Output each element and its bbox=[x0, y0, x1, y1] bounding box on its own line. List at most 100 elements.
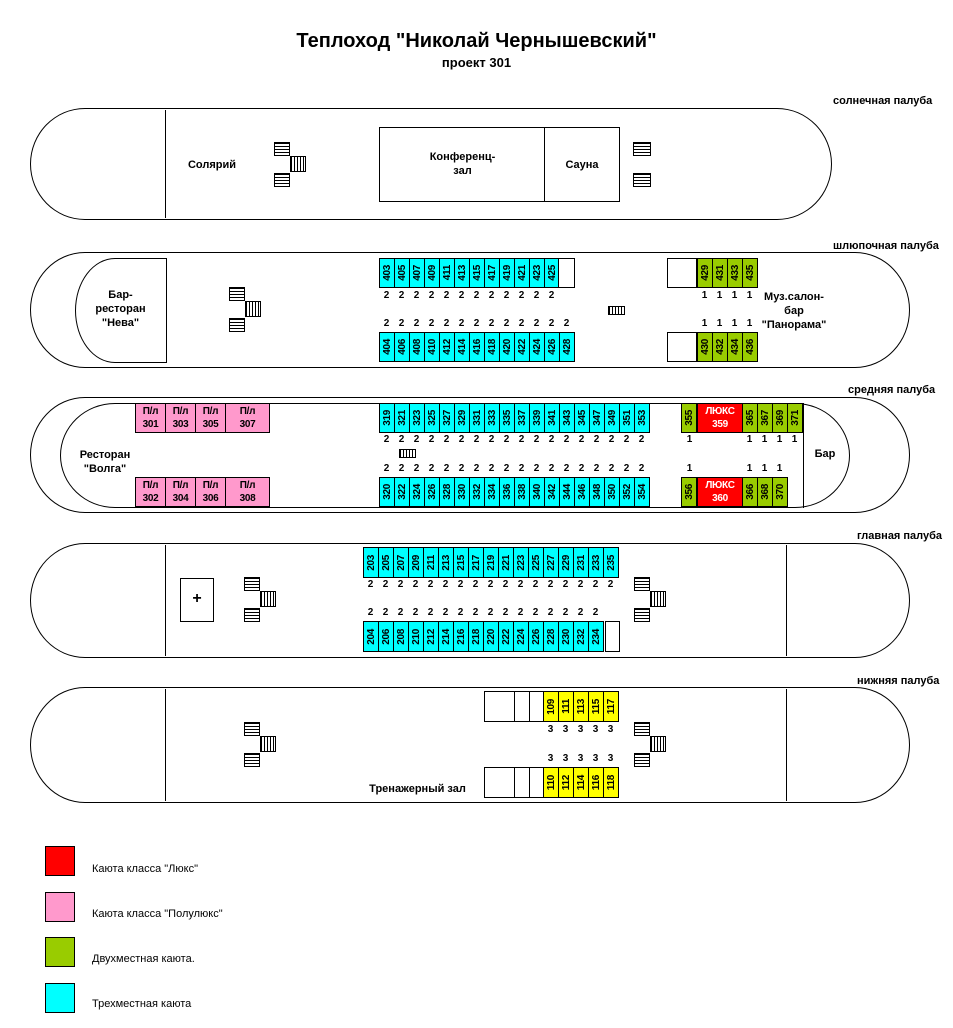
cabin-209[interactable]: 209 bbox=[408, 547, 424, 578]
cabin-419[interactable]: 419 bbox=[499, 258, 515, 288]
cabin-204[interactable]: 204 bbox=[363, 621, 379, 652]
cabin-417[interactable]: 417 bbox=[484, 258, 500, 288]
cabin-355[interactable]: 355 bbox=[681, 403, 697, 433]
cabin-413[interactable]: 413 bbox=[454, 258, 470, 288]
cabin-338[interactable]: 338 bbox=[514, 477, 530, 507]
cabin-208[interactable]: 208 bbox=[393, 621, 409, 652]
cabin-421[interactable]: 421 bbox=[514, 258, 530, 288]
cabin-405[interactable]: 405 bbox=[394, 258, 410, 288]
cabin-352[interactable]: 352 bbox=[619, 477, 635, 507]
cabin-435[interactable]: 435 bbox=[742, 258, 758, 288]
cabin-422[interactable]: 422 bbox=[514, 332, 530, 362]
cabin-235[interactable]: 235 bbox=[603, 547, 619, 578]
cabin-350[interactable]: 350 bbox=[604, 477, 620, 507]
cabin-370[interactable]: 370 bbox=[772, 477, 788, 507]
cabin-334[interactable]: 334 bbox=[484, 477, 500, 507]
cabin-335[interactable]: 335 bbox=[499, 403, 515, 433]
cabin-327[interactable]: 327 bbox=[439, 403, 455, 433]
cabin-428[interactable]: 428 bbox=[559, 332, 575, 362]
cabin-115[interactable]: 115 bbox=[588, 691, 604, 722]
cabin-341[interactable]: 341 bbox=[544, 403, 560, 433]
cabin-113[interactable]: 113 bbox=[573, 691, 589, 722]
cabin-345[interactable]: 345 bbox=[574, 403, 590, 433]
cabin-331[interactable]: 331 bbox=[469, 403, 485, 433]
cabin-116[interactable]: 116 bbox=[588, 767, 604, 798]
cabin-211[interactable]: 211 bbox=[423, 547, 439, 578]
cabin-348[interactable]: 348 bbox=[589, 477, 605, 507]
cabin-344[interactable]: 344 bbox=[559, 477, 575, 507]
cabin-217[interactable]: 217 bbox=[468, 547, 484, 578]
cabin-424[interactable]: 424 bbox=[529, 332, 545, 362]
cabin-367[interactable]: 367 bbox=[757, 403, 773, 433]
cabin-223[interactable]: 223 bbox=[513, 547, 529, 578]
cabin-215[interactable]: 215 bbox=[453, 547, 469, 578]
cabin-432[interactable]: 432 bbox=[712, 332, 728, 362]
cabin-326[interactable]: 326 bbox=[424, 477, 440, 507]
cabin-203[interactable]: 203 bbox=[363, 547, 379, 578]
cabin-436[interactable]: 436 bbox=[742, 332, 758, 362]
cabin-319[interactable]: 319 bbox=[379, 403, 395, 433]
cabin-233[interactable]: 233 bbox=[588, 547, 604, 578]
cabin-226[interactable]: 226 bbox=[528, 621, 544, 652]
cabin-353[interactable]: 353 bbox=[634, 403, 650, 433]
cabin-337[interactable]: 337 bbox=[514, 403, 530, 433]
cabin-206[interactable]: 206 bbox=[378, 621, 394, 652]
cabin-328[interactable]: 328 bbox=[439, 477, 455, 507]
cabin-368[interactable]: 368 bbox=[757, 477, 773, 507]
cabin-214[interactable]: 214 bbox=[438, 621, 454, 652]
cabin-412[interactable]: 412 bbox=[439, 332, 455, 362]
cabin-213[interactable]: 213 bbox=[438, 547, 454, 578]
cabin-117[interactable]: 117 bbox=[603, 691, 619, 722]
cabin-340[interactable]: 340 bbox=[529, 477, 545, 507]
cabin-324[interactable]: 324 bbox=[409, 477, 425, 507]
cabin-343[interactable]: 343 bbox=[559, 403, 575, 433]
cabin-225[interactable]: 225 bbox=[528, 547, 544, 578]
cabin-418[interactable]: 418 bbox=[484, 332, 500, 362]
cabin-433[interactable]: 433 bbox=[727, 258, 743, 288]
cabin-333[interactable]: 333 bbox=[484, 403, 500, 433]
cabin-342[interactable]: 342 bbox=[544, 477, 560, 507]
cabin-430[interactable]: 430 bbox=[697, 332, 713, 362]
cabin-205[interactable]: 205 bbox=[378, 547, 394, 578]
cabin-366[interactable]: 366 bbox=[742, 477, 758, 507]
cabin-207[interactable]: 207 bbox=[393, 547, 409, 578]
cabin-336[interactable]: 336 bbox=[499, 477, 515, 507]
cabin-330[interactable]: 330 bbox=[454, 477, 470, 507]
cabin-423[interactable]: 423 bbox=[529, 258, 545, 288]
cabin-408[interactable]: 408 bbox=[409, 332, 425, 362]
cabin-415[interactable]: 415 bbox=[469, 258, 485, 288]
cabin-323[interactable]: 323 bbox=[409, 403, 425, 433]
cabin-332[interactable]: 332 bbox=[469, 477, 485, 507]
cabin-109[interactable]: 109 bbox=[543, 691, 559, 722]
cabin-406[interactable]: 406 bbox=[394, 332, 410, 362]
cabin-321[interactable]: 321 bbox=[394, 403, 410, 433]
cabin-112[interactable]: 112 bbox=[558, 767, 574, 798]
cabin-365[interactable]: 365 bbox=[742, 403, 758, 433]
cabin-434[interactable]: 434 bbox=[727, 332, 743, 362]
cabin-220[interactable]: 220 bbox=[483, 621, 499, 652]
cabin-222[interactable]: 222 bbox=[498, 621, 514, 652]
cabin-354[interactable]: 354 bbox=[634, 477, 650, 507]
cabin-431[interactable]: 431 bbox=[712, 258, 728, 288]
cabin-325[interactable]: 325 bbox=[424, 403, 440, 433]
cabin-114[interactable]: 114 bbox=[573, 767, 589, 798]
cabin-322[interactable]: 322 bbox=[394, 477, 410, 507]
cabin-111[interactable]: 111 bbox=[558, 691, 574, 722]
cabin-347[interactable]: 347 bbox=[589, 403, 605, 433]
cabin-231[interactable]: 231 bbox=[573, 547, 589, 578]
cabin-232[interactable]: 232 bbox=[573, 621, 589, 652]
cabin-210[interactable]: 210 bbox=[408, 621, 424, 652]
cabin-420[interactable]: 420 bbox=[499, 332, 515, 362]
cabin-219[interactable]: 219 bbox=[483, 547, 499, 578]
cabin-216[interactable]: 216 bbox=[453, 621, 469, 652]
cabin-230[interactable]: 230 bbox=[558, 621, 574, 652]
cabin-118[interactable]: 118 bbox=[603, 767, 619, 798]
cabin-224[interactable]: 224 bbox=[513, 621, 529, 652]
